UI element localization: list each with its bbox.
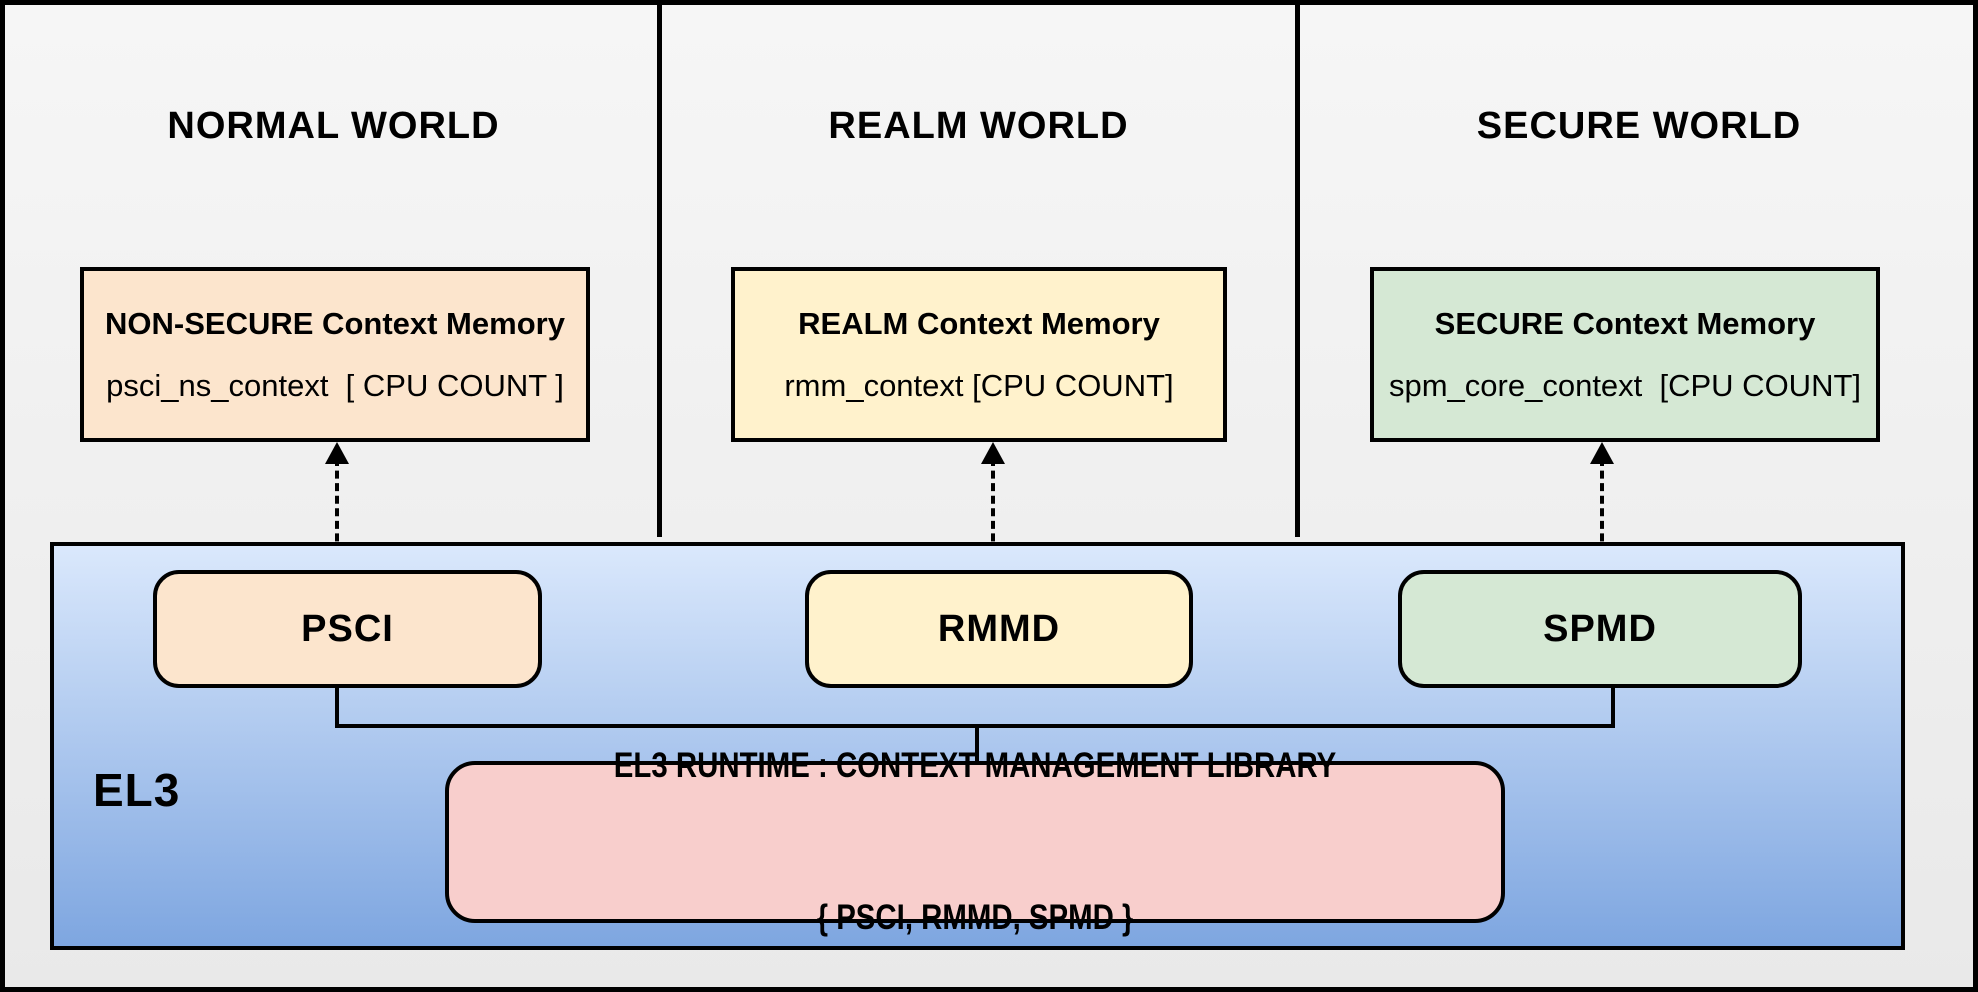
secure-world-title: SECURE WORLD	[1476, 105, 1802, 147]
connector-psci-drop	[335, 688, 339, 728]
connector-spmd-drop	[1611, 688, 1615, 728]
panel-divider-realm-secure	[1295, 5, 1300, 537]
realm-world-title: REALM WORLD	[828, 105, 1129, 147]
el3-runtime-line1: EL3 RUNTIME : CONTEXT MANAGEMENT LIBRARY	[613, 745, 1337, 785]
realm-context-memory-box: REALM Context Memory rmm_context [CPU CO…	[731, 267, 1227, 442]
el3-label: EL3	[93, 764, 181, 816]
spmd-label: SPMD	[1543, 607, 1657, 650]
rmmd-label: RMMD	[937, 607, 1061, 650]
connector-runtime-drop	[975, 724, 979, 764]
secure-context-memory-title: SECURE Context Memory	[1434, 305, 1816, 341]
el3-runtime-box: EL3 RUNTIME : CONTEXT MANAGEMENT LIBRARY…	[445, 746, 1505, 937]
secure-context-memory-array: spm_core_context [CPU COUNT]	[1388, 367, 1862, 403]
arrow-shaft	[991, 458, 995, 554]
arrow-head-up-icon	[325, 442, 349, 464]
realm-context-memory-title: REALM Context Memory	[798, 305, 1160, 341]
realm-context-memory-array: rmm_context [CPU COUNT]	[784, 367, 1174, 403]
non-secure-context-memory-title: NON-SECURE Context Memory	[105, 305, 565, 341]
normal-world-title: NORMAL WORLD	[167, 105, 500, 147]
arrow-shaft	[1600, 458, 1604, 554]
psci-label: PSCI	[301, 607, 394, 650]
rmmd-box: RMMD	[805, 570, 1193, 688]
el3-runtime-text: EL3 RUNTIME : CONTEXT MANAGEMENT LIBRARY…	[613, 639, 1337, 987]
secure-context-memory-box: SECURE Context Memory spm_core_context […	[1370, 267, 1880, 442]
el3-runtime-line2: { PSCI, RMMD, SPMD }	[816, 897, 1134, 937]
arrow-head-up-icon	[981, 442, 1005, 464]
psci-box: PSCI	[153, 570, 542, 688]
non-secure-context-memory-array: psci_ns_context [ CPU COUNT ]	[106, 367, 564, 403]
spmd-box: SPMD	[1398, 570, 1802, 688]
arrow-shaft	[335, 458, 339, 554]
panel-divider-normal-realm	[657, 5, 662, 537]
non-secure-context-memory-box: NON-SECURE Context Memory psci_ns_contex…	[80, 267, 590, 442]
arrow-head-up-icon	[1590, 442, 1614, 464]
